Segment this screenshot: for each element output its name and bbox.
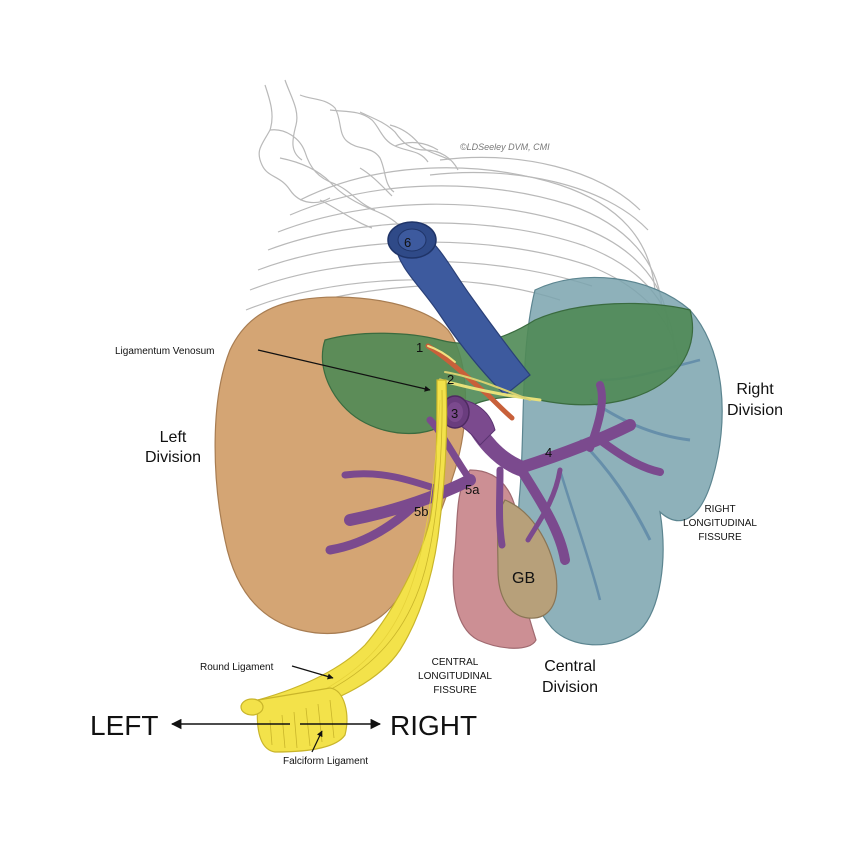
label-central-longitudinal-fissure-line2: LONGITUDINAL [418, 671, 492, 682]
ligamentum-venosum-leader [257, 349, 431, 392]
label-round-ligament: Round Ligament [200, 662, 274, 673]
label-number-5b: 5b [414, 504, 428, 519]
label-central-division-line2: Division [542, 679, 598, 696]
label-central-division-line1: Central [544, 658, 596, 675]
label-left-division-line2: Division [145, 449, 201, 466]
caudal-vena-cava [387, 221, 531, 396]
falciform-ligament-leader [311, 730, 323, 753]
bile-duct [438, 371, 542, 402]
label-number-5a: 5a [465, 482, 480, 497]
label-number-2: 2 [447, 372, 454, 387]
label-number-1: 1 [416, 340, 423, 355]
label-central-longitudinal-fissure-line1: CENTRAL [432, 657, 479, 668]
label-number-3: 3 [451, 406, 458, 421]
label-falciform-ligament: Falciform Ligament [283, 756, 368, 767]
label-central-longitudinal-fissure-line3: FISSURE [433, 685, 477, 696]
label-ligamentum-venosum: Ligamentum Venosum [115, 346, 215, 357]
artist-signature: ©LDSeeley DVM, CMI [460, 142, 550, 152]
falciform-ligament [240, 687, 348, 753]
hepatic-artery [425, 343, 515, 421]
label-gallbladder: GB [512, 570, 535, 587]
label-left-division-line1: Left [160, 429, 187, 446]
label-number-4: 4 [545, 445, 552, 460]
label-right-division-line1: Right [736, 381, 774, 398]
portal-vein-trunk [439, 395, 496, 446]
label-right-longitudinal-fissure-line2: LONGITUDINAL [683, 518, 757, 529]
label-right-longitudinal-fissure-line1: RIGHT [704, 504, 735, 515]
label-right-direction: RIGHT [390, 710, 477, 741]
label-right-longitudinal-fissure-line3: FISSURE [698, 532, 742, 543]
label-number-6: 6 [404, 235, 411, 250]
round-ligament-leader [291, 665, 334, 680]
gallbladder [496, 499, 558, 619]
label-right-division-line2: Division [727, 402, 783, 419]
label-left-direction: LEFT [90, 710, 158, 741]
